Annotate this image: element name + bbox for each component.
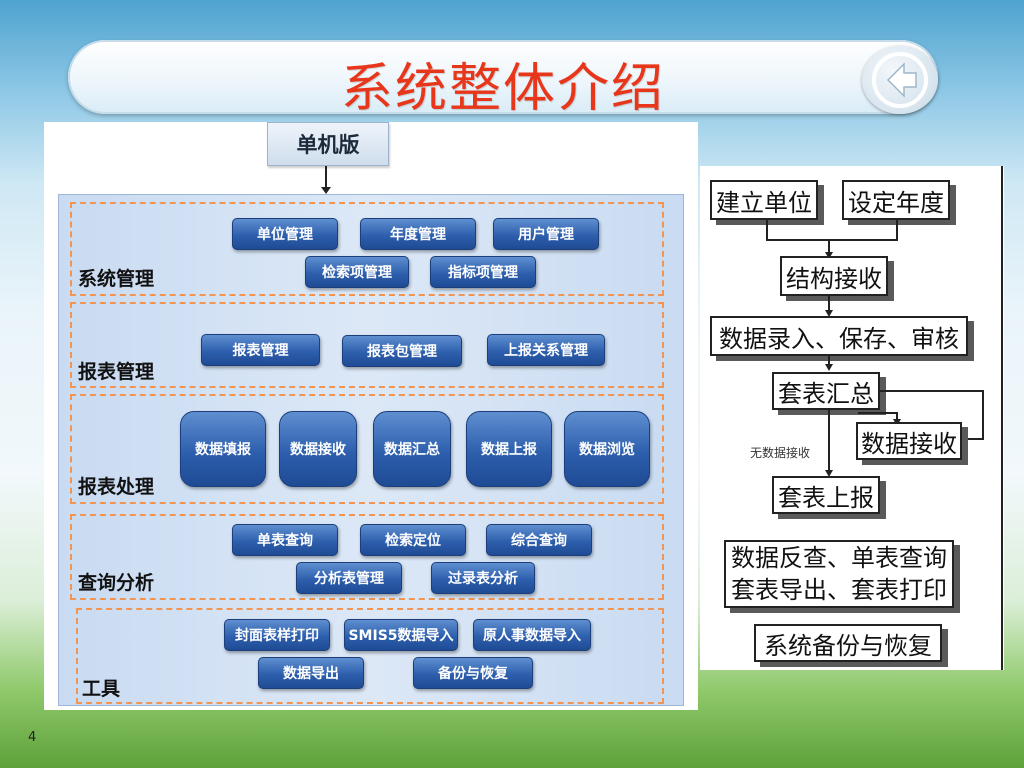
flow-connector xyxy=(982,390,984,440)
report-package-management-button[interactable]: 报表包管理 xyxy=(342,335,462,367)
flow-build-unit: 建立单位 xyxy=(710,180,818,220)
flow-connector xyxy=(766,220,768,240)
year-management-button[interactable]: 年度管理 xyxy=(360,218,476,250)
data-export-button[interactable]: 数据导出 xyxy=(258,657,364,689)
flow-connector xyxy=(828,410,830,470)
flow-border-line xyxy=(1001,166,1003,670)
flow-arrow-icon xyxy=(825,470,833,477)
indicator-management-button[interactable]: 指标项管理 xyxy=(430,256,536,288)
page-title: 系统整体介绍 xyxy=(340,59,665,119)
personnel-import-button[interactable]: 原人事数据导入 xyxy=(473,619,591,651)
section-label-report-proc: 报表处理 xyxy=(78,476,155,498)
flow-data-receive: 数据接收 xyxy=(856,422,962,460)
flow-connector xyxy=(766,239,898,241)
flow-data-entry: 数据录入、保存、审核 xyxy=(710,316,968,356)
report-relation-management-button[interactable]: 上报关系管理 xyxy=(487,334,605,366)
section-label-report-mgmt: 报表管理 xyxy=(78,361,155,383)
page-number: 4 xyxy=(28,730,37,745)
flow-arrow-icon xyxy=(825,252,833,259)
flow-package-upload: 套表上报 xyxy=(772,476,880,514)
flow-connector xyxy=(828,356,830,366)
section-label-tools: 工具 xyxy=(82,678,121,700)
flow-connector xyxy=(828,239,830,253)
cover-print-button[interactable]: 封面表样打印 xyxy=(224,619,330,651)
data-upload-button[interactable]: 数据上报 xyxy=(466,411,552,487)
single-table-query-button[interactable]: 单表查询 xyxy=(232,524,338,556)
down-arrow-icon xyxy=(321,166,331,194)
section-query-analysis xyxy=(70,514,664,600)
flow-query-line2: 套表导出、套表打印 xyxy=(731,576,947,604)
flow-connector xyxy=(828,296,830,310)
flow-connector xyxy=(962,438,984,440)
standalone-version-box: 单机版 xyxy=(267,122,389,166)
flow-package-summary: 套表汇总 xyxy=(772,372,880,410)
flow-arrow-icon xyxy=(825,364,833,371)
back-button[interactable] xyxy=(862,46,938,114)
flow-connector xyxy=(880,390,984,392)
data-browse-button[interactable]: 数据浏览 xyxy=(564,411,650,487)
section-report-processing xyxy=(70,394,664,504)
section-report-management xyxy=(70,302,664,388)
back-arrow-icon xyxy=(872,52,928,108)
data-summary-button[interactable]: 数据汇总 xyxy=(373,411,451,487)
data-entry-button[interactable]: 数据填报 xyxy=(180,411,266,487)
search-locate-button[interactable]: 检索定位 xyxy=(360,524,466,556)
section-system-management xyxy=(70,202,664,296)
unit-management-button[interactable]: 单位管理 xyxy=(232,218,338,250)
user-management-button[interactable]: 用户管理 xyxy=(493,218,599,250)
flow-connector xyxy=(858,412,898,414)
report-management-button[interactable]: 报表管理 xyxy=(201,334,320,366)
section-label-system: 系统管理 xyxy=(78,268,155,290)
search-item-management-button[interactable]: 检索项管理 xyxy=(305,256,409,288)
title-bar: 系统整体介绍 xyxy=(68,40,938,119)
data-receive-button[interactable]: 数据接收 xyxy=(279,411,357,487)
flow-query-export: 数据反查、单表查询 套表导出、套表打印 xyxy=(724,540,954,608)
flow-arrow-icon xyxy=(825,310,833,317)
record-table-analysis-button[interactable]: 过录表分析 xyxy=(431,562,535,594)
backup-restore-button[interactable]: 备份与恢复 xyxy=(413,657,533,689)
flow-structure-receive: 结构接收 xyxy=(780,256,888,296)
smis5-import-button[interactable]: SMIS5数据导入 xyxy=(344,619,458,651)
flow-set-year: 设定年度 xyxy=(842,180,950,220)
flow-connector xyxy=(896,220,898,240)
section-label-query: 查询分析 xyxy=(78,572,155,594)
analysis-table-management-button[interactable]: 分析表管理 xyxy=(296,562,402,594)
no-data-receive-label: 无数据接收 xyxy=(750,446,811,460)
flow-query-line1: 数据反查、单表查询 xyxy=(731,544,947,572)
comprehensive-query-button[interactable]: 综合查询 xyxy=(486,524,592,556)
section-tools xyxy=(76,608,664,704)
flow-connector xyxy=(896,412,898,420)
flow-backup-restore: 系统备份与恢复 xyxy=(754,624,942,662)
